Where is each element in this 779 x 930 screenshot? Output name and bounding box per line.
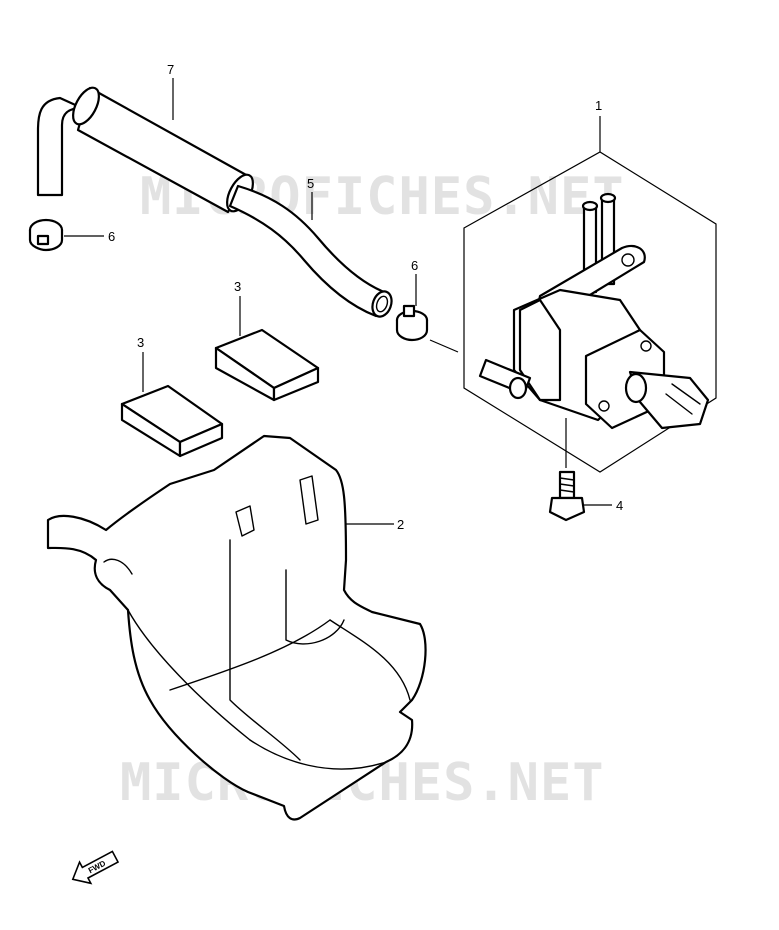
clamp-left[interactable] bbox=[28, 218, 64, 252]
callout-6-left: 6 bbox=[108, 229, 115, 244]
bolt[interactable] bbox=[548, 470, 586, 522]
callout-2: 2 bbox=[397, 517, 404, 532]
hose-small[interactable] bbox=[228, 184, 395, 319]
callout-1: 1 bbox=[595, 98, 602, 113]
leader-hose-to-cock bbox=[429, 339, 459, 353]
case-tray[interactable] bbox=[46, 434, 427, 821]
callout-4: 4 bbox=[616, 498, 623, 513]
callout-5: 5 bbox=[307, 176, 314, 191]
clamp-right[interactable] bbox=[395, 304, 429, 342]
callout-6-right: 6 bbox=[411, 258, 418, 273]
pad-lower[interactable] bbox=[120, 384, 224, 458]
callout-3-lower: 3 bbox=[137, 335, 144, 350]
callout-7: 7 bbox=[167, 62, 174, 77]
fuel-cock-assembly[interactable] bbox=[463, 151, 717, 473]
pad-upper[interactable] bbox=[214, 328, 320, 402]
callout-3-upper: 3 bbox=[234, 279, 241, 294]
fwd-arrow-icon: FWD bbox=[71, 850, 120, 885]
